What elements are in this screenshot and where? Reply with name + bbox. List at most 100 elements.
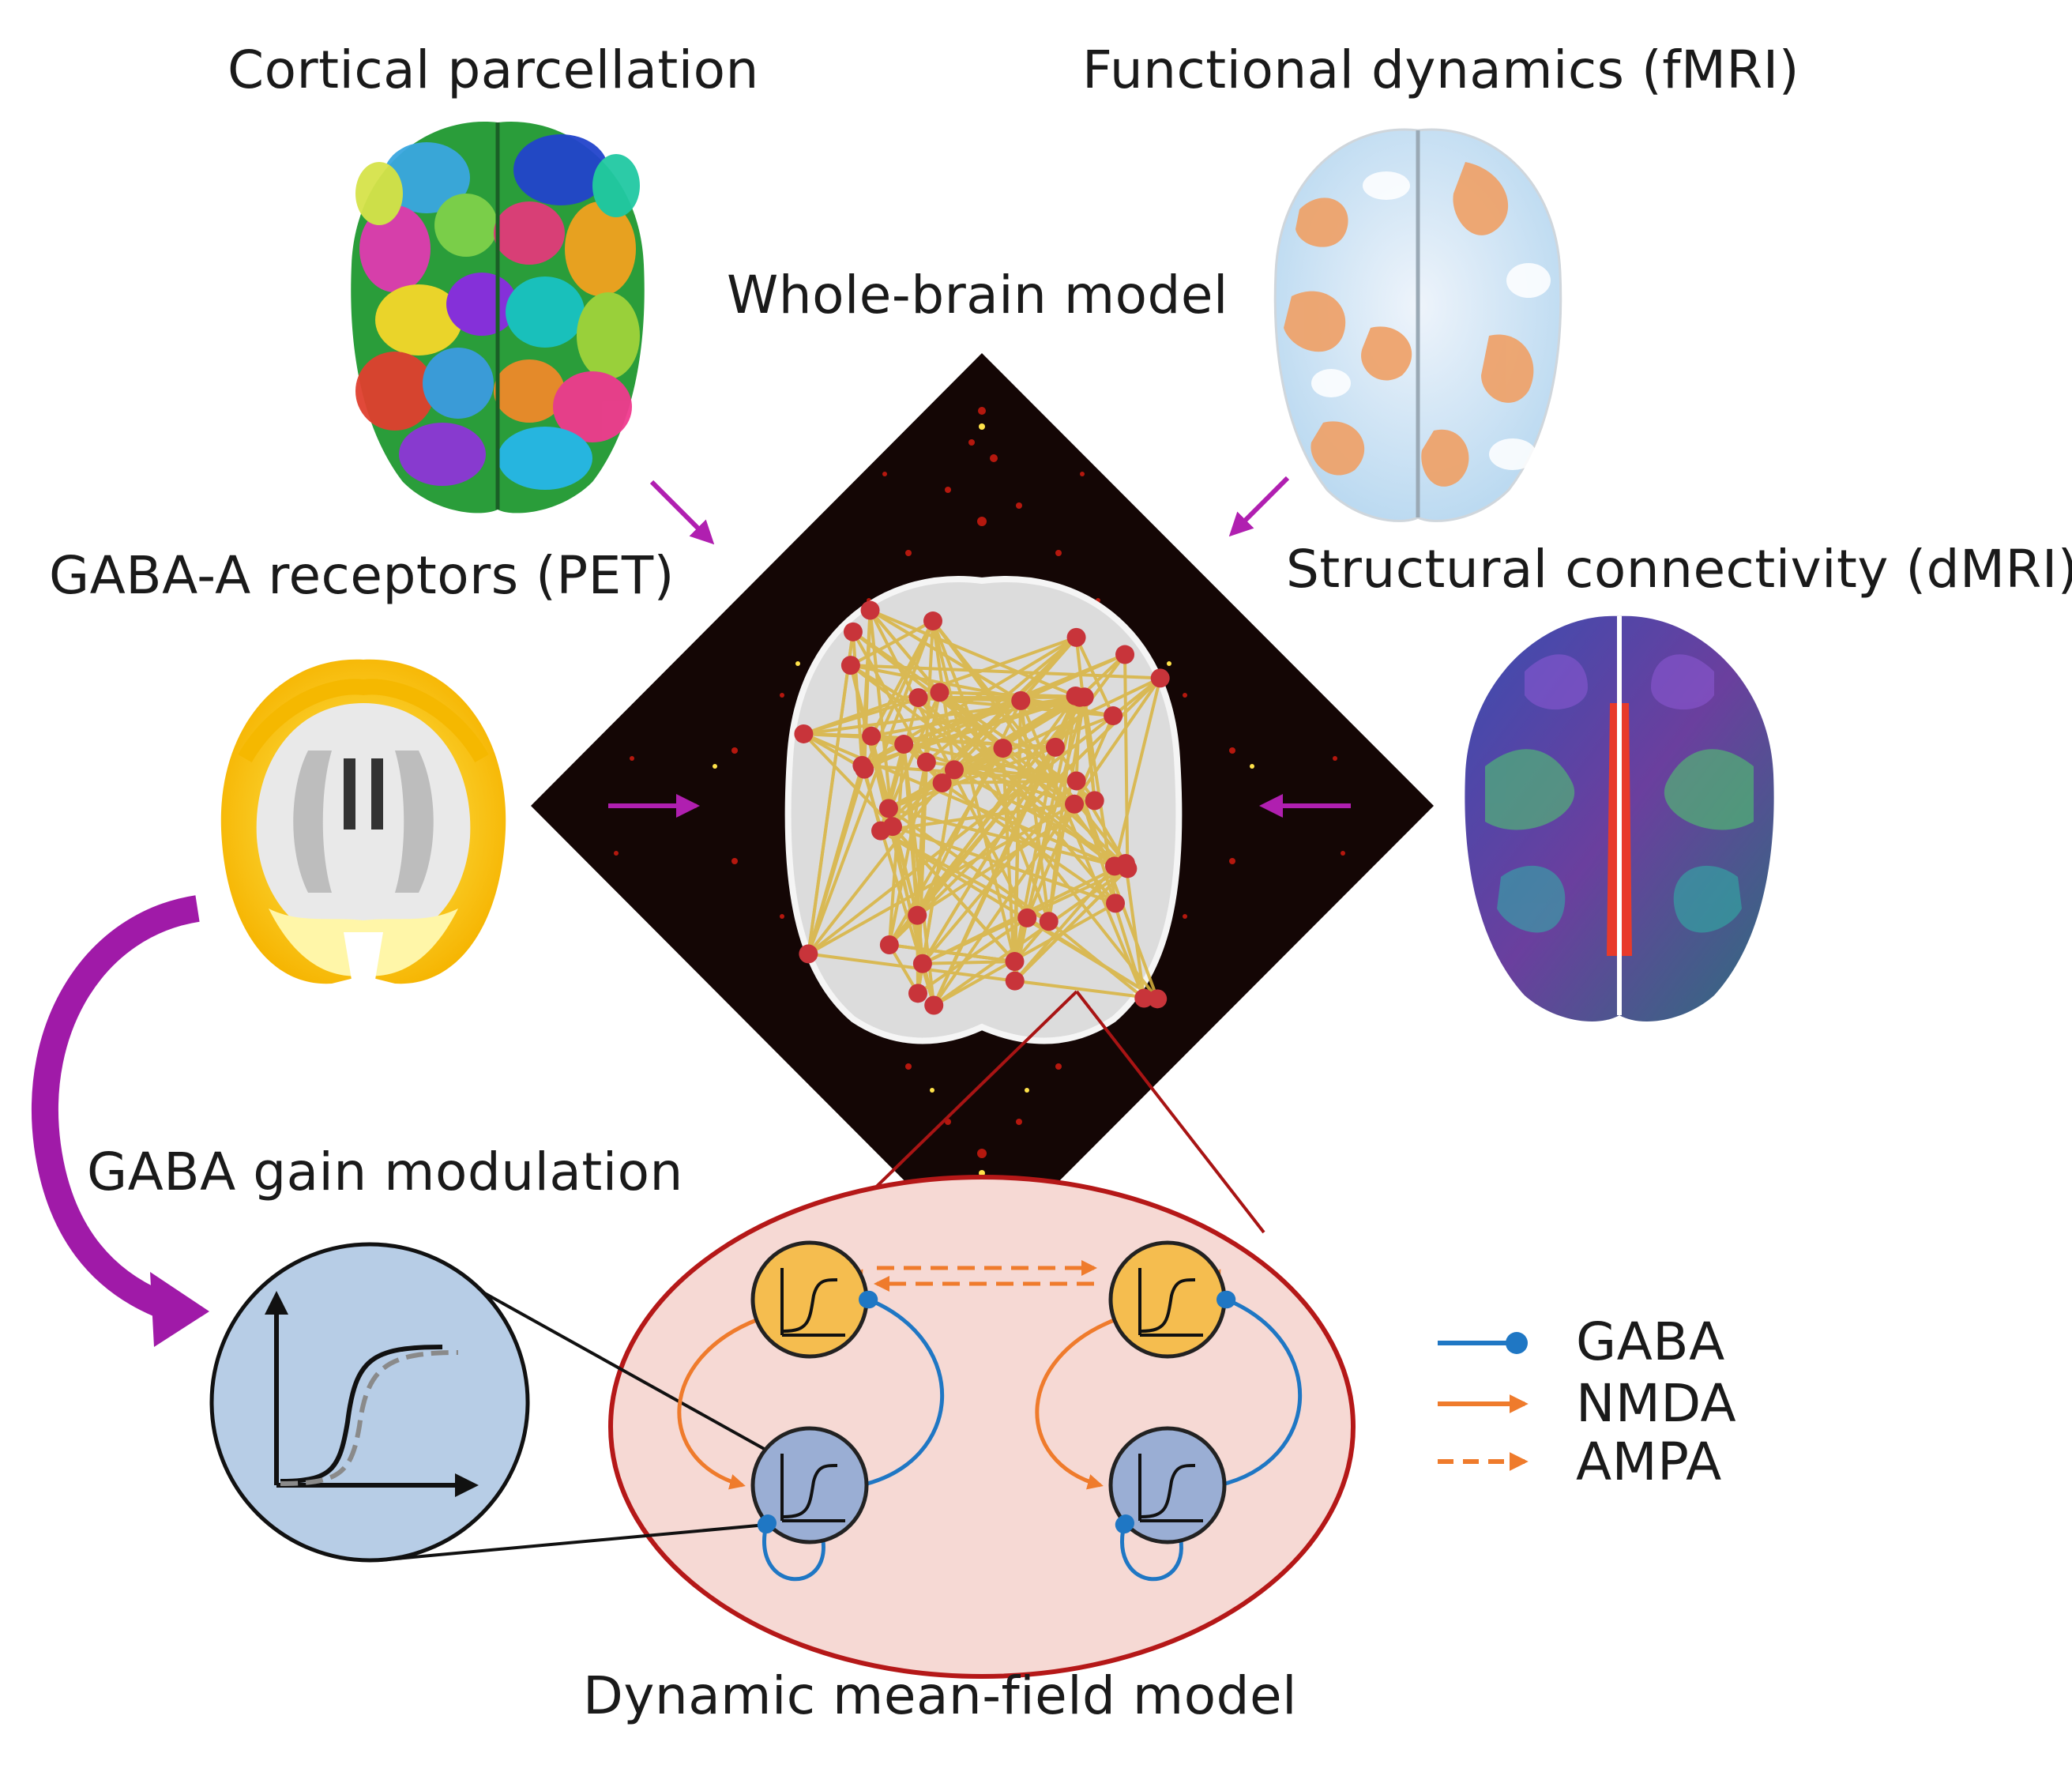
- network-edge: [1014, 979, 1158, 1001]
- whole-brain-network: [784, 576, 1183, 1044]
- network-node: [882, 817, 902, 837]
- network-node: [908, 688, 928, 708]
- excitatory-node-right: [1108, 1240, 1234, 1359]
- network-edge: [1025, 803, 1076, 919]
- network-node: [930, 683, 950, 702]
- network-node: [862, 726, 882, 746]
- network-edge: [807, 781, 944, 955]
- gaba-gain-label: GABA gain modulation: [87, 1142, 683, 1202]
- network-node: [1148, 989, 1168, 1009]
- network-node: [879, 935, 899, 954]
- network-node: [860, 600, 880, 620]
- network-edge: [808, 952, 1015, 983]
- network-node: [1005, 952, 1025, 972]
- network-edge: [921, 780, 1078, 965]
- network-node: [1039, 912, 1059, 931]
- meanfield-model-label: Dynamic mean-field model: [583, 1665, 1297, 1726]
- network-edge: [1113, 677, 1162, 867]
- cortical-parcellation-label: Cortical parcellation: [228, 40, 759, 100]
- fmri-brain-image: [1273, 128, 1562, 522]
- network-node: [1150, 668, 1170, 688]
- functional-dynamics-label: Functional dynamics (fMRI): [1082, 40, 1799, 100]
- network-node: [878, 799, 898, 818]
- legend-ampa-label: AMPA: [1576, 1432, 1722, 1492]
- network-node: [993, 739, 1013, 758]
- network-edge: [807, 631, 855, 954]
- whole-brain-model-label: Whole-brain model: [727, 265, 1228, 325]
- dmri-brain-image: [1465, 615, 1774, 1021]
- network-node: [1065, 794, 1085, 814]
- network-edge: [1123, 863, 1146, 999]
- gain-curve-circle: [209, 1242, 530, 1563]
- network-edge: [925, 636, 1077, 764]
- network-node: [924, 995, 944, 1015]
- network-edge: [1111, 676, 1161, 717]
- network-node: [1085, 791, 1104, 811]
- network-edge: [849, 664, 1076, 806]
- network-edge: [803, 732, 1115, 868]
- gain-zoom-lines: [378, 1290, 795, 1562]
- network-edge: [852, 630, 928, 763]
- network-edge: [1001, 747, 1017, 981]
- structural-connectivity-label: Structural connectivity (dMRI): [1286, 539, 2072, 600]
- network-edge: [1047, 920, 1145, 1000]
- legend: [1438, 1332, 1529, 1471]
- network-node: [1070, 687, 1089, 707]
- network-edge: [933, 901, 1117, 1007]
- network-edge: [1074, 637, 1096, 801]
- network-edge: [1047, 695, 1077, 922]
- network-node: [908, 984, 927, 1003]
- network-node: [843, 622, 863, 641]
- network-edge: [1013, 747, 1057, 962]
- network-edge: [802, 732, 894, 828]
- inhibitory-node-right: [1108, 1426, 1227, 1544]
- network-edge: [892, 825, 1116, 905]
- network-node: [894, 735, 914, 754]
- excitatory-node-left: [750, 1240, 876, 1359]
- gaba-pet-label: GABA-A receptors (PET): [49, 545, 675, 606]
- network-edge: [869, 609, 1117, 905]
- network-edge: [807, 765, 864, 954]
- network-edge: [916, 915, 919, 994]
- network-node: [1045, 737, 1065, 757]
- network-node: [1005, 971, 1025, 991]
- legend-gaba-symbol: [1438, 1332, 1528, 1354]
- network-edge: [887, 743, 906, 946]
- network-edge: [916, 799, 1096, 917]
- network-edge: [889, 943, 1015, 963]
- network-node: [916, 752, 936, 772]
- network-node: [1115, 853, 1135, 873]
- network-edge: [931, 619, 1116, 867]
- network-node: [912, 954, 932, 973]
- network-node: [908, 905, 927, 925]
- parcellation-brain-image: [351, 122, 645, 514]
- inhibitory-node-left: [750, 1426, 869, 1544]
- network-edge: [803, 732, 872, 738]
- network-edge: [1123, 654, 1130, 869]
- network-edge: [932, 677, 1162, 1006]
- legend-gaba-label: GABA: [1576, 1311, 1725, 1372]
- gain-curved-arrow: [31, 895, 209, 1347]
- network-edge: [852, 630, 1004, 750]
- network-node: [944, 760, 964, 780]
- network-node: [1104, 706, 1123, 726]
- network-node: [852, 755, 872, 775]
- network-node: [1106, 894, 1126, 913]
- network-edge: [1019, 700, 1146, 999]
- network-edge: [1074, 637, 1115, 717]
- network-node: [1134, 988, 1154, 1008]
- pet-brain-image: [220, 659, 506, 984]
- arrow-parcellation: [649, 480, 715, 545]
- network-node: [932, 773, 952, 792]
- network-node: [1066, 627, 1086, 647]
- network-node: [840, 656, 860, 675]
- meanfield-circuits: [677, 1240, 1303, 1582]
- input-arrows: [608, 476, 1351, 818]
- network-edge: [849, 619, 934, 667]
- network-edge: [879, 636, 1077, 833]
- network-edge: [888, 747, 1005, 946]
- network-node: [923, 611, 942, 631]
- network-edge: [933, 867, 1129, 1007]
- network-edge: [922, 960, 1015, 965]
- network-edge: [931, 619, 1127, 865]
